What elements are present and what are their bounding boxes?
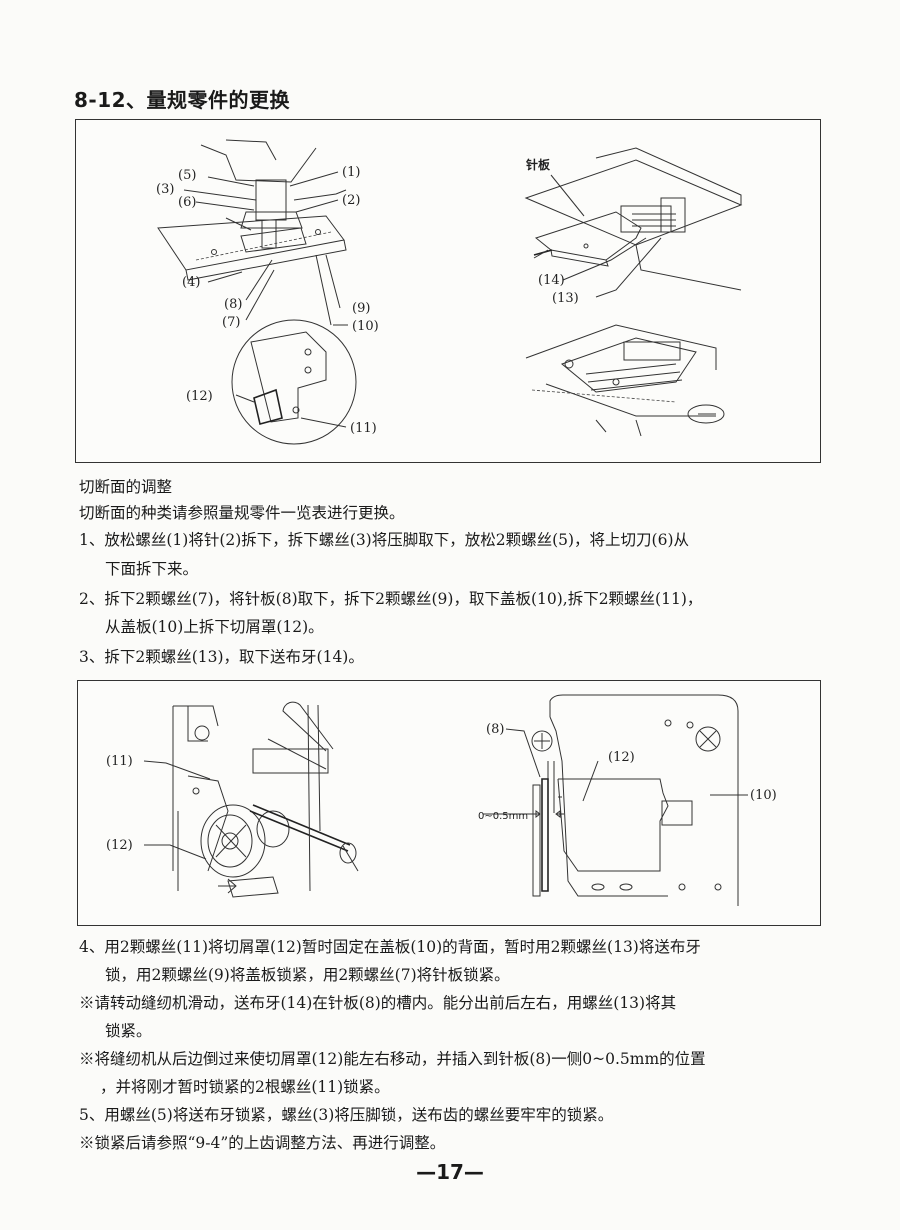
figure-2-illustration: (11) (12) (106, 694, 777, 906)
needle-plate-label: 针板 (526, 157, 551, 172)
figure-2: (11) (12) (77, 680, 821, 926)
step-4-line-2: 锁，用2颗螺丝(9)将盖板锁紧，用2颗螺丝(7)将针板锁紧。 (105, 966, 510, 984)
callout-6: (6) (178, 195, 196, 210)
callout-13: (13) (552, 291, 579, 306)
callout-12-right: (12) (608, 750, 635, 765)
callout-10: (10) (352, 319, 379, 334)
callout-11: (11) (350, 421, 377, 436)
step-1-line-1: 1、放松螺丝(1)将针(2)拆下，拆下螺丝(3)将压脚取下，放松2颗螺丝(5)，… (79, 531, 690, 549)
callout-8: (8) (224, 297, 242, 312)
callout-11-left: (11) (106, 754, 133, 769)
step-1-line-2: 下面拆下来。 (105, 560, 199, 578)
cutting-intro: 切断面的种类请参照量规零件一览表进行更换。 (79, 504, 405, 522)
page-number: —17— (416, 1160, 484, 1184)
callout-12-left: (12) (106, 838, 133, 853)
step-3-line: 3、拆下2颗螺丝(13)，取下送布牙(14)。 (79, 648, 364, 666)
callout-14: (14) (538, 273, 565, 288)
callout-5: (5) (178, 168, 196, 183)
note-1-line-1: ※请转动缝纫机滑动，送布牙(14)在针板(8)的槽内。能分出前后左右，用螺丝(1… (79, 994, 677, 1012)
note-3-line: ※锁紧后请参照“9-4”的上齿调整方法、再进行调整。 (79, 1134, 446, 1152)
step-5-line: 5、用螺丝(5)将送布牙锁紧，螺丝(3)将压脚锁，送布齿的螺丝要牢牢的锁紧。 (79, 1106, 614, 1124)
gap-label: 0~0.5mm (478, 811, 528, 822)
cutting-heading: 切断面的调整 (79, 478, 173, 496)
note-2-line-1: ※将缝纫机从后边倒过来使切屑罩(12)能左右移动，并插入到针板(8)一侧0~0.… (79, 1050, 706, 1068)
callout-8-right: (8) (486, 722, 504, 737)
callout-10-right: (10) (750, 788, 777, 803)
step-2-line-2: 从盖板(10)上拆下切屑罩(12)。 (105, 618, 324, 636)
callout-9: (9) (352, 301, 370, 316)
callout-4: (4) (182, 275, 200, 290)
note-1-line-2: 锁紧。 (105, 1022, 152, 1040)
callout-2: (2) (342, 193, 360, 208)
callout-7: (7) (222, 315, 240, 330)
step-2-line-1: 2、拆下2颗螺丝(7)，将针板(8)取下，拆下2颗螺丝(9)，取下盖板(10),… (79, 590, 703, 608)
callout-3: (3) (156, 182, 174, 197)
figure-1: (5) (3) (6) (1) (2) (4) (8) (7) (9) (10)… (75, 119, 821, 463)
figure-1-illustration: (5) (3) (6) (1) (2) (4) (8) (7) (9) (10)… (156, 139, 743, 445)
callout-12: (12) (186, 389, 213, 404)
callout-1: (1) (342, 165, 360, 180)
section-title: 8-12、量规零件的更换 (74, 88, 291, 112)
note-2-line-2: ，并将刚才暂时锁紧的2根螺丝(11)锁紧。 (100, 1078, 390, 1096)
step-4-line-1: 4、用2颗螺丝(11)将切屑罩(12)暂时固定在盖板(10)的背面，暂时用2颗螺… (79, 938, 701, 956)
